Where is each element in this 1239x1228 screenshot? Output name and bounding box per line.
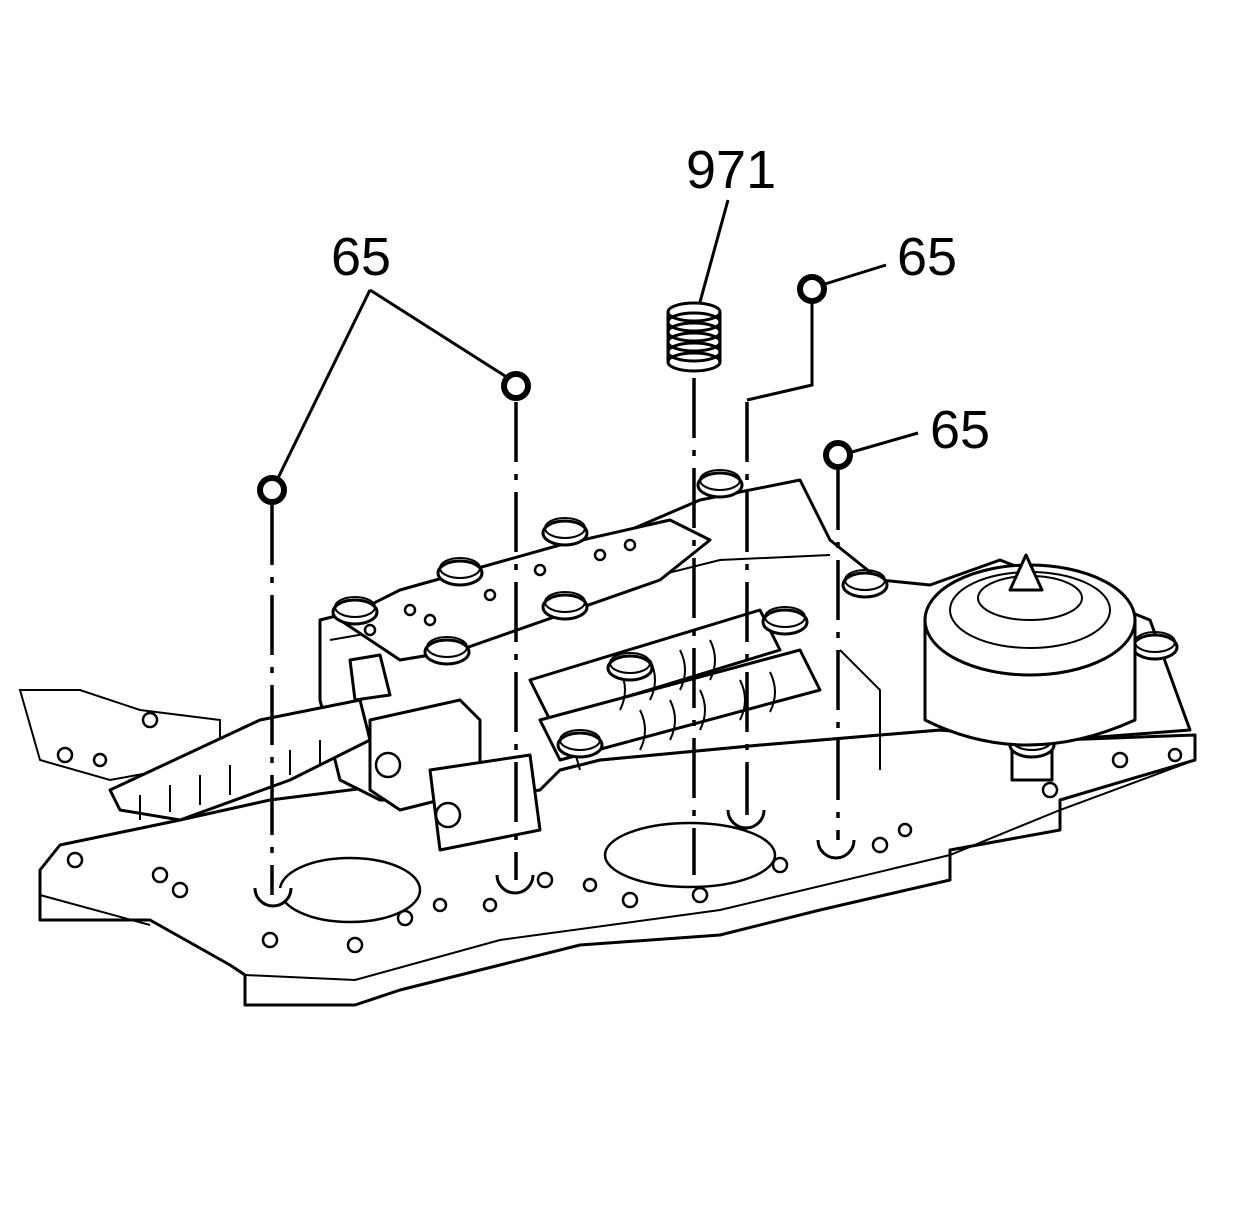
wiring-harness xyxy=(108,698,372,822)
check-ball-right-top xyxy=(797,274,827,304)
callout-check-balls-left: 65 xyxy=(331,227,391,287)
callout-check-ball-right-lower: 65 xyxy=(930,400,990,460)
leader-lines xyxy=(276,199,919,479)
solenoids xyxy=(348,653,542,852)
installation-lines xyxy=(270,378,840,895)
callout-check-ball-right-top: 65 xyxy=(897,227,957,287)
check-ball-right-lower xyxy=(823,440,853,470)
callout-spring: 971 xyxy=(686,140,776,200)
seated-check-balls xyxy=(253,809,856,908)
accumulator-housing xyxy=(923,553,1137,747)
spool-valves xyxy=(528,608,822,762)
check-balls xyxy=(257,274,853,505)
check-ball-left-1 xyxy=(257,475,287,505)
check-ball-left-2 xyxy=(501,371,531,401)
spring xyxy=(666,301,722,373)
